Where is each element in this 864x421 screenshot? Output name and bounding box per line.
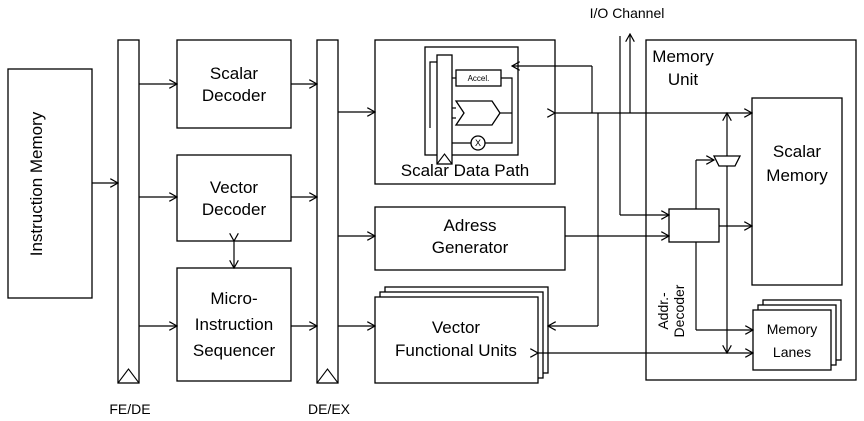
addr-decoder-line1: Addr.- <box>655 292 671 330</box>
address-generator-line2: Generator <box>432 238 509 257</box>
scalar-decoder-line1: Scalar <box>210 64 259 83</box>
vector-decoder-line2: Decoder <box>202 200 267 219</box>
vector-decoder-block: Vector Decoder <box>176 154 292 242</box>
scalar-memory-line2: Memory <box>766 166 828 185</box>
instruction-memory-label: Instruction Memory <box>27 111 46 256</box>
mult-label: X <box>475 138 481 148</box>
memory-mux-icon <box>712 155 742 167</box>
vector-decoder-line1: Vector <box>210 178 259 197</box>
accel-label: Accel. <box>468 74 490 83</box>
micro-seq-line3: Sequencer <box>193 341 276 360</box>
address-generator-line1: Adress <box>444 216 497 235</box>
fe-de-register: FE/DE <box>109 39 151 417</box>
vector-fu-line2: Functional Units <box>395 341 517 360</box>
micro-seq-line2: Instruction <box>195 315 273 334</box>
connections <box>92 34 753 353</box>
scalar-memory-line1: Scalar <box>773 142 822 161</box>
vector-fu-line1: Vector <box>432 318 481 337</box>
io-channel-label: I/O Channel <box>590 5 665 21</box>
fe-de-label: FE/DE <box>109 401 150 417</box>
address-decoder-block: Addr.- Decoder <box>655 208 720 337</box>
micro-seq-line1: Micro- <box>210 289 257 308</box>
micro-instruction-sequencer-block: Micro- Instruction Sequencer <box>176 267 292 382</box>
instruction-memory-block: Instruction Memory <box>7 68 93 299</box>
addr-decoder-line2: Decoder <box>671 284 687 337</box>
de-ex-label: DE/EX <box>308 401 351 417</box>
memory-lanes-line2: Lanes <box>773 344 811 360</box>
scalar-decoder-line2: Decoder <box>202 86 267 105</box>
scalar-data-path-block: Accel. X Scalar Data Path <box>374 39 556 185</box>
memory-lanes-block: Memory Lanes <box>752 299 842 371</box>
vector-functional-units-block: Vector Functional Units <box>374 286 549 384</box>
address-generator-block: Adress Generator <box>374 206 566 271</box>
de-ex-register: DE/EX <box>308 39 351 417</box>
memory-unit-line2: Unit <box>668 70 699 89</box>
scalar-decoder-block: Scalar Decoder <box>176 39 292 129</box>
scalar-data-path-label: Scalar Data Path <box>401 161 530 180</box>
memory-lanes-line1: Memory <box>767 321 818 337</box>
memory-unit-line1: Memory <box>652 47 714 66</box>
scalar-memory-block: Scalar Memory <box>751 97 843 286</box>
